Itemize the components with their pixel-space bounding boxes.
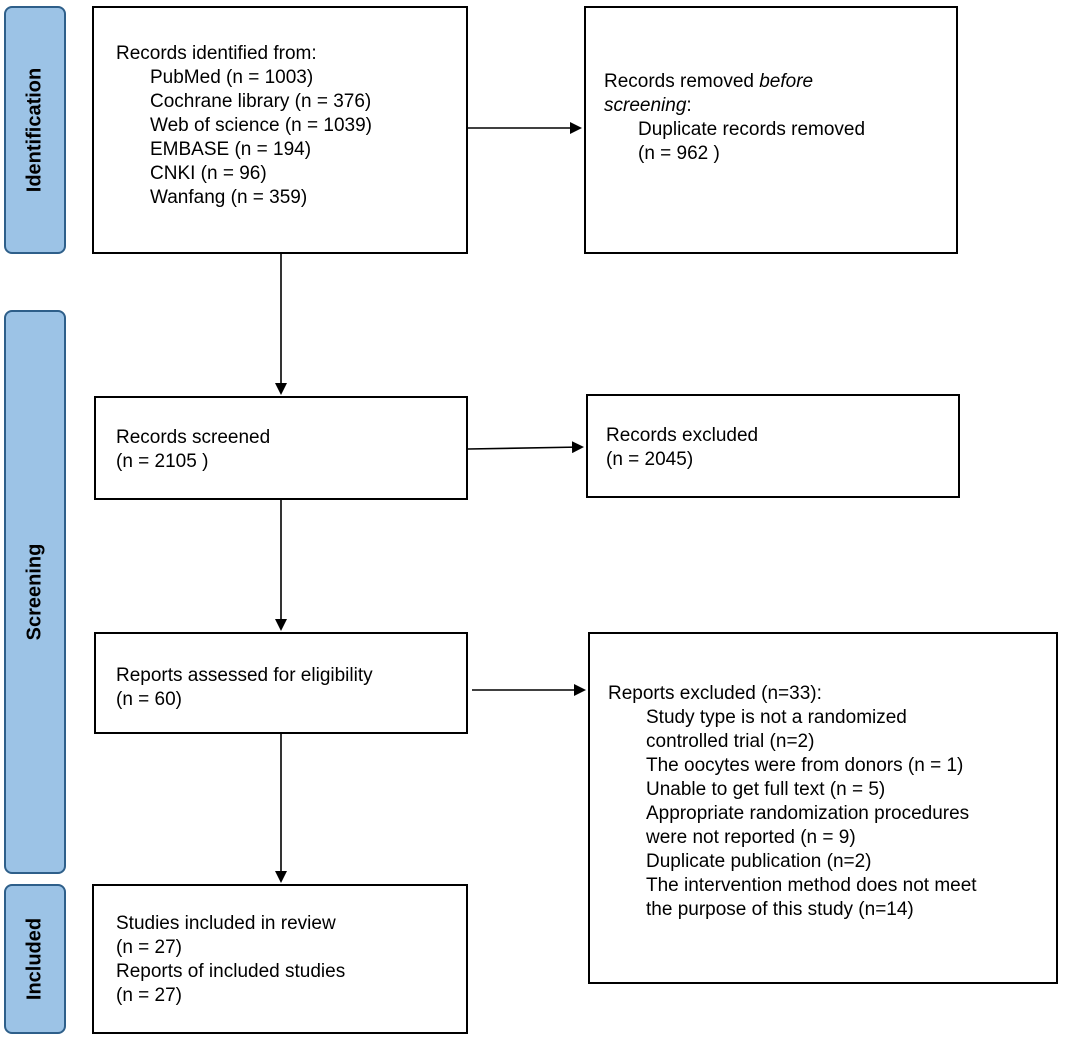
arrow-screened-to-excluded [467, 441, 584, 454]
exclusion-reason: Appropriate randomization procedures [646, 803, 970, 824]
exclusion-reason: Duplicate publication (n=2) [646, 851, 872, 872]
records-excluded-box: Records excluded (n = 2045) [586, 394, 960, 498]
phase-screening: Screening [4, 310, 66, 874]
reports-excluded-box: Reports excluded (n=33): Study type is n… [588, 632, 1058, 984]
reports-assessed-box: Reports assessed for eligibility (n = 60… [94, 632, 468, 734]
reports-excluded-heading: Reports excluded (n=33): [608, 683, 822, 704]
reports-included-count: (n = 27) [116, 985, 183, 1006]
records-removed-count: (n = 962 ) [638, 143, 720, 164]
studies-included-label: Studies included in review [116, 913, 336, 934]
records-identified-heading: Records identified from: [116, 43, 317, 64]
source-item: CNKI (n = 96) [150, 163, 267, 184]
phase-identification: Identification [4, 6, 66, 254]
reports-assessed-count: (n = 60) [116, 689, 183, 710]
reports-included-label: Reports of included studies [116, 961, 346, 982]
included-box: Studies included in review (n = 27) Repo… [92, 884, 468, 1034]
exclusion-reason: The intervention method does not meet [646, 875, 977, 896]
reports-assessed-label: Reports assessed for eligibility [116, 665, 373, 686]
records-removed-heading-emph-1: before [759, 71, 814, 92]
studies-included-count: (n = 27) [116, 937, 183, 958]
exclusion-reason: controlled trial (n=2) [646, 731, 815, 752]
records-excluded-count: (n = 2045) [606, 449, 694, 470]
records-screened-box: Records screened (n = 2105 ) [94, 396, 468, 500]
records-removed-heading-line-2: screening: [604, 94, 956, 118]
records-removed-heading-line: Records removed before [604, 70, 956, 94]
records-removed-heading-prefix: Records removed [604, 71, 760, 92]
source-item: Web of science (n = 1039) [150, 115, 372, 136]
source-item: PubMed (n = 1003) [150, 67, 314, 88]
records-screened-label: Records screened [116, 427, 271, 448]
records-removed-box: Records removed before screening: Duplic… [584, 6, 958, 254]
phase-included: Included [4, 884, 66, 1034]
exclusion-reason: Study type is not a randomized [646, 707, 907, 728]
records-removed-item: Duplicate records removed [638, 119, 866, 140]
records-screened-count: (n = 2105 ) [116, 451, 209, 472]
exclusion-reason: the purpose of this study (n=14) [646, 899, 914, 920]
exclusion-reason: were not reported (n = 9) [646, 827, 856, 848]
records-removed-heading-suffix: : [686, 95, 692, 116]
source-item: Wanfang (n = 359) [150, 187, 308, 208]
source-item: EMBASE (n = 194) [150, 139, 312, 160]
records-removed-heading-emph-2: screening [604, 95, 687, 116]
exclusion-reason: The oocytes were from donors (n = 1) [646, 755, 964, 776]
records-excluded-label: Records excluded [606, 425, 759, 446]
records-identified-box: Records identified from: PubMed (n = 100… [92, 6, 468, 254]
source-item: Cochrane library (n = 376) [150, 91, 372, 112]
exclusion-reason: Unable to get full text (n = 5) [646, 779, 886, 800]
